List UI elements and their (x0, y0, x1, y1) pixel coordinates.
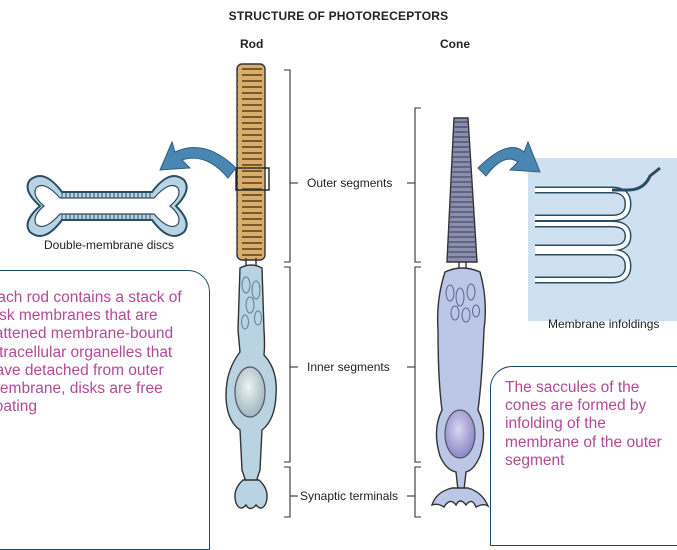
double-membrane-disc (28, 176, 187, 236)
cone-nucleus (445, 410, 475, 458)
rod-cell (226, 64, 276, 509)
cone-annotation-note: The saccules of the cones are formed by … (490, 366, 677, 546)
outer-segments-label: Outer segments (305, 176, 394, 190)
rod-annotation-note: Each rod contains a stack of disk membra… (0, 270, 210, 550)
rod-annotation-text: Each rod contains a stack of disk membra… (0, 289, 203, 416)
synaptic-terminals-label: Synaptic terminals (298, 489, 400, 503)
diagram-title: STRUCTURE OF PHOTORECEPTORS (0, 9, 677, 23)
segment-brackets (284, 70, 421, 517)
cone-synaptic-terminal (432, 488, 488, 507)
left-zoom-arrow (160, 142, 236, 178)
right-zoom-arrow (478, 142, 540, 176)
rod-nucleus (235, 367, 265, 417)
cone-label: Cone (440, 37, 470, 51)
rod-outer-segment (237, 64, 265, 260)
inner-segments-label: Inner segments (305, 360, 392, 374)
infolding-background (528, 158, 677, 321)
membrane-infoldings-caption: Membrane infoldings (548, 317, 659, 331)
rod-synaptic-terminal (235, 480, 267, 509)
rod-label: Rod (240, 37, 263, 51)
double-membrane-discs-caption: Double-membrane discs (44, 238, 174, 252)
cone-annotation-text: The saccules of the cones are formed by … (505, 379, 675, 470)
cone-cell (432, 118, 488, 507)
cone-outer-segment (447, 118, 477, 262)
